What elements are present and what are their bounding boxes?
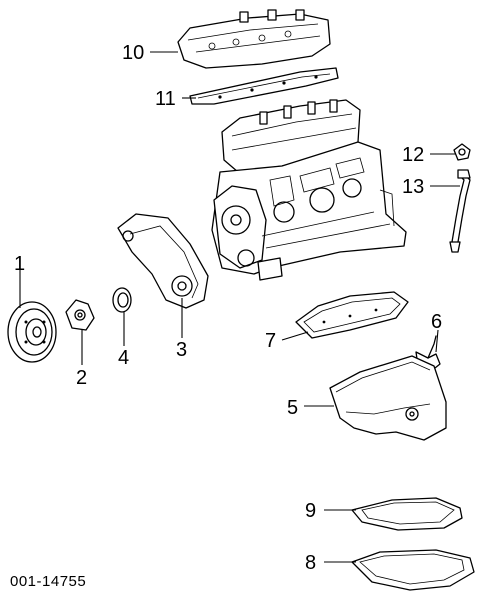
callout-4: 4 <box>118 347 129 369</box>
cap-sensor <box>453 143 471 161</box>
leader-6 <box>435 329 439 353</box>
callout-11: 11 <box>155 88 176 110</box>
dipstick-tube <box>449 169 471 253</box>
leader-lines <box>19 51 460 563</box>
valve-cover-gasket <box>189 67 339 105</box>
leader-7 <box>281 331 309 341</box>
engine-block <box>211 99 407 281</box>
callout-8: 8 <box>305 552 316 574</box>
callout-10: 10 <box>122 42 144 64</box>
gasket-upper <box>351 497 463 531</box>
callout-13: 13 <box>402 176 424 198</box>
crankshaft-sensor <box>65 299 95 331</box>
callout-2: 2 <box>76 367 87 389</box>
callout-12: 12 <box>402 144 424 166</box>
callout-6: 6 <box>431 311 442 333</box>
figure-code: 001-14755 <box>10 573 86 590</box>
callout-7: 7 <box>265 330 276 352</box>
crankshaft-seal <box>112 287 132 313</box>
callout-1: 1 <box>14 253 25 275</box>
callout-5: 5 <box>287 397 298 419</box>
valve-cover <box>177 9 331 69</box>
gasket-lower <box>351 549 475 591</box>
callout-3: 3 <box>176 339 187 361</box>
crankshaft-balancer <box>7 301 57 363</box>
timing-cover <box>117 213 209 309</box>
callout-labels: 10 11 12 13 1 2 4 3 7 6 5 9 8 <box>14 42 442 574</box>
callout-9: 9 <box>305 500 316 522</box>
oil-pan-gasket <box>295 291 409 339</box>
oil-pan <box>329 355 447 441</box>
